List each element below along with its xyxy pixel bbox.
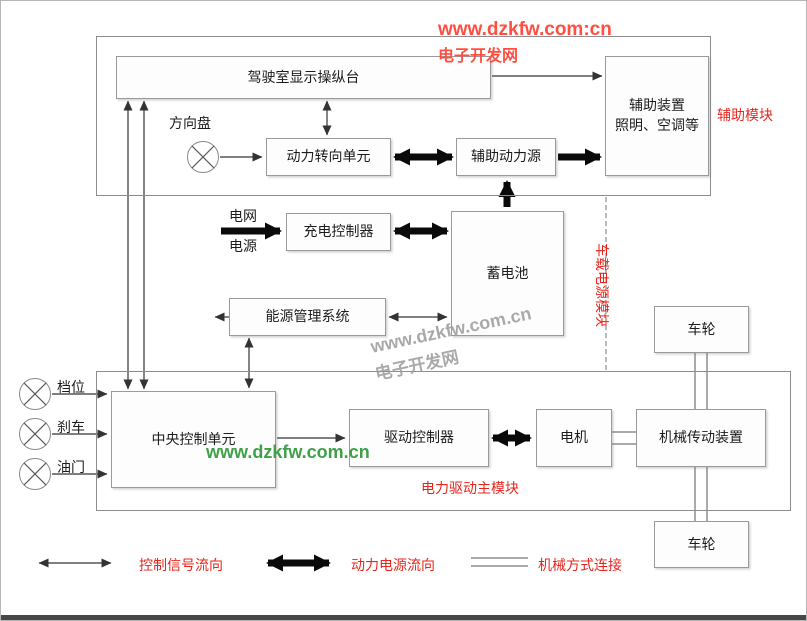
wheel-bottom-label: 车轮 [687, 535, 716, 552]
power-wire-group [221, 148, 602, 572]
grid-power-label-line1: 电网 [229, 208, 257, 224]
wheel-top-box: 车轮 [654, 306, 749, 353]
drive-controller-box: 驱动控制器 [349, 409, 489, 467]
console-label: 驾驶室显示操纵台 [247, 68, 360, 85]
gear-label: 档位 [57, 379, 85, 395]
transmission-label: 机械传动装置 [659, 429, 743, 446]
steering-wheel-label: 方向盘 [169, 115, 211, 131]
motor-label: 电机 [560, 429, 588, 446]
console-box: 驾驶室显示操纵台 [116, 56, 491, 99]
ems-label: 能源管理系统 [265, 308, 350, 325]
ccu-box: 中央控制单元 [111, 391, 276, 488]
gear-input-icon [19, 378, 51, 410]
aux-power-box: 辅助动力源 [456, 138, 556, 176]
aux-devices-label-line2: 照明、空调等 [615, 117, 699, 133]
ccu-label: 中央控制单元 [151, 430, 236, 447]
steering-unit-box: 动力转向单元 [266, 138, 391, 176]
auxiliary-module-frame [96, 36, 711, 196]
wheel-top-label: 车轮 [687, 320, 716, 337]
transmission-box: 机械传动装置 [636, 409, 766, 467]
brake-label: 刹车 [57, 419, 85, 435]
battery-box: 蓄电池 [451, 211, 564, 336]
throttle-label: 油门 [57, 459, 85, 475]
signal-wire-group [38, 71, 603, 568]
charger-label: 充电控制器 [303, 223, 374, 240]
aux-power-label: 辅助动力源 [471, 148, 541, 165]
drive-main-module-label: 电力驱动主模块 [421, 480, 519, 496]
watermark-green-url: www.dzkfw.com.cn [206, 442, 370, 462]
aux-devices-box: 辅助装置 照明、空调等 [605, 56, 709, 176]
legend-power-label: 动力电源流向 [351, 557, 435, 573]
battery-label: 蓄电池 [486, 264, 529, 281]
mechanical-link-group [471, 353, 708, 567]
legend-mechanical-label: 机械方式连接 [538, 557, 622, 573]
drive-controller-label: 驱动控制器 [384, 429, 454, 446]
onboard-power-module-label: 车载电源模块 [594, 243, 610, 327]
motor-box: 电机 [536, 409, 612, 467]
steering-unit-label: 动力转向单元 [286, 148, 371, 165]
grid-power-label-line2: 电源 [229, 238, 257, 254]
steering-wheel-icon [187, 141, 219, 173]
wheel-bottom-box: 车轮 [654, 521, 749, 568]
charger-box: 充电控制器 [286, 213, 391, 251]
watermark-top-sitename: 电子开发网 [438, 48, 519, 65]
drive-module-frame [96, 371, 791, 511]
legend-signal-label: 控制信号流向 [139, 557, 223, 573]
watermark-top-url: www.dzkfw.com:cn [438, 19, 612, 40]
brake-input-icon [19, 418, 51, 450]
aux-devices-label-line1: 辅助装置 [629, 97, 685, 114]
ems-box: 能源管理系统 [229, 298, 386, 336]
throttle-input-icon [19, 458, 51, 490]
bottom-edge-bar [1, 615, 806, 620]
auxiliary-module-label: 辅助模块 [717, 107, 773, 123]
